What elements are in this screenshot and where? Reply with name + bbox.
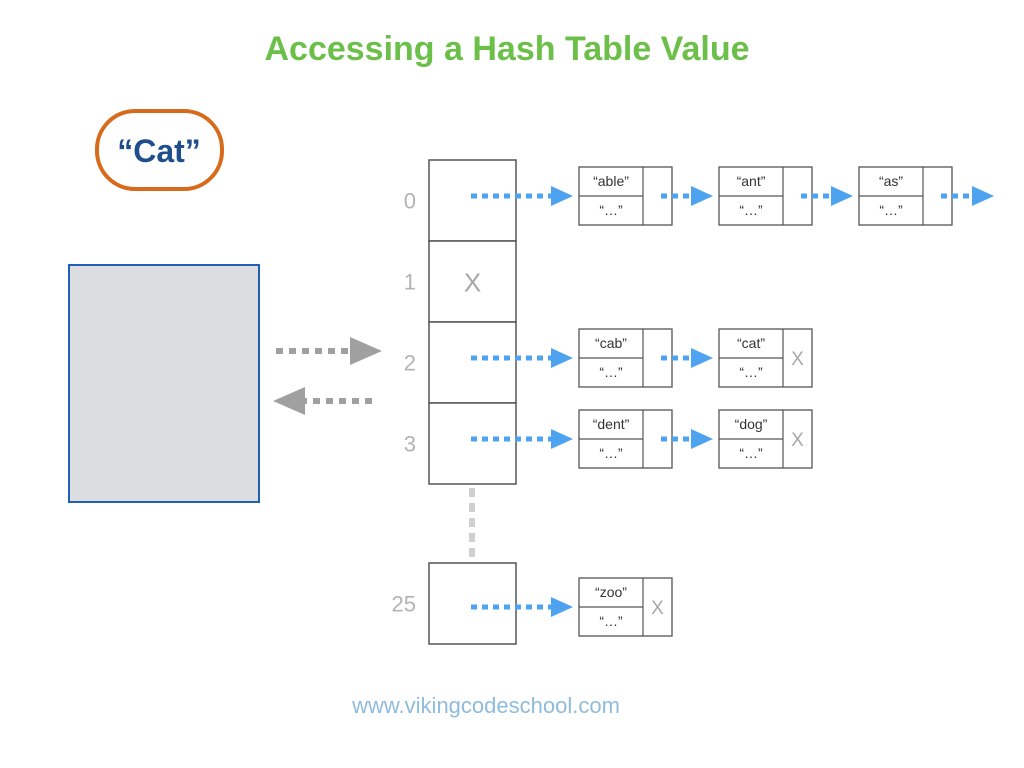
hash-request-arrow bbox=[276, 337, 382, 365]
bucket-index: 1 bbox=[404, 270, 416, 295]
list-node-key: “cab” bbox=[595, 335, 627, 351]
bucket-index: 2 bbox=[404, 351, 416, 376]
list-node-key: “as” bbox=[879, 173, 903, 189]
list-node-key: “dent” bbox=[593, 416, 630, 432]
continuation-arrow-head bbox=[972, 186, 994, 206]
next-pointer-arrow-head bbox=[691, 429, 713, 449]
list-node-key: “zoo” bbox=[595, 584, 627, 600]
bucket-cell bbox=[428, 562, 517, 645]
lookup-key: “Cat” bbox=[95, 109, 224, 191]
lookup-key-text: “Cat” bbox=[117, 133, 201, 169]
list-node-key: “dog” bbox=[735, 416, 768, 432]
list-node-value: “…” bbox=[739, 445, 763, 461]
list-end-marker: X bbox=[791, 349, 804, 370]
list-node-key: “able” bbox=[593, 173, 629, 189]
next-pointer-arrow-head bbox=[691, 348, 713, 368]
bucket-pointer-arrow-head bbox=[551, 429, 573, 449]
hash-response-arrow bbox=[273, 387, 372, 415]
list-node-value: “…” bbox=[739, 364, 763, 380]
list-node-key: “cat” bbox=[737, 335, 765, 351]
lookup-key-pill bbox=[95, 109, 224, 191]
bucket-cell bbox=[428, 159, 517, 242]
bucket-index: 3 bbox=[404, 432, 416, 457]
list-node-value: “…” bbox=[599, 202, 623, 218]
next-pointer-arrow-head bbox=[831, 186, 853, 206]
list-node-value: “…” bbox=[599, 445, 623, 461]
bucket-pointer-arrow-head bbox=[551, 597, 573, 617]
list-node-value: “…” bbox=[739, 202, 763, 218]
bucket-pointer-arrow-head bbox=[551, 348, 573, 368]
bucket-index: 25 bbox=[392, 592, 416, 617]
bucket-cell bbox=[428, 402, 517, 485]
footer-url: www.vikingcodeschool.com bbox=[351, 693, 620, 718]
list-end-marker: X bbox=[791, 430, 804, 451]
list-end-marker: X bbox=[651, 598, 664, 619]
list-node-value: “…” bbox=[599, 613, 623, 629]
next-pointer-arrow-head bbox=[691, 186, 713, 206]
page-title: Accessing a Hash Table Value bbox=[264, 30, 749, 68]
hash-function-box bbox=[68, 264, 260, 503]
bucket-index: 0 bbox=[404, 189, 416, 214]
list-node-value: “…” bbox=[599, 364, 623, 380]
empty-bucket-marker: X bbox=[464, 268, 481, 298]
bucket-cell bbox=[428, 321, 517, 404]
bucket-pointer-arrow-head bbox=[551, 186, 573, 206]
list-node-value: “…” bbox=[879, 202, 903, 218]
list-node-key: “ant” bbox=[737, 173, 766, 189]
bucket-cell bbox=[428, 240, 517, 323]
